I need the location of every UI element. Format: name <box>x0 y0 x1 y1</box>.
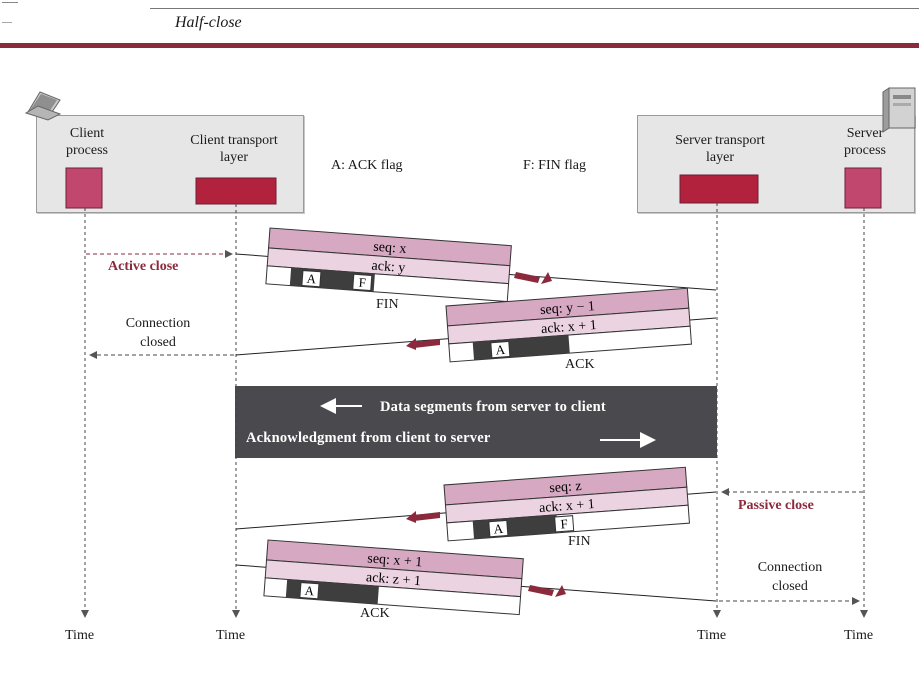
data-server-to-client-text: Data segments from server to client <box>380 399 606 415</box>
fin-2-flag-a: A <box>493 521 504 537</box>
header-top-line <box>150 8 919 9</box>
ack-2-ack: ack: z + 1 <box>365 570 421 589</box>
client-process-label: Client process <box>66 126 108 158</box>
ack-2-seq: seq: x + 1 <box>367 551 423 570</box>
active-close-label: Active close <box>108 259 179 274</box>
server-transport-box <box>679 174 759 204</box>
ack-segment-1: seq: y − 1 ack: x + 1 A <box>445 287 692 363</box>
ack-1-flag-a: A <box>495 342 506 358</box>
fin-1-direction-arrow <box>514 272 540 283</box>
ack-segment-2: seq: x + 1 ack: z + 1 A <box>263 539 524 616</box>
client-transport-box <box>195 177 277 205</box>
fin-2-ack: ack: x + 1 <box>539 497 596 516</box>
ack-flag-legend: A: ACK flag <box>331 158 403 173</box>
ack-1-seq: seq: y − 1 <box>540 299 596 318</box>
ack-2-caption: ACK <box>360 606 390 621</box>
client-transport-label: Client transport layer <box>190 133 278 165</box>
ack-client-to-server-text: Acknowledgment from client to server <box>246 430 491 446</box>
fin-1-ack: ack: y <box>371 259 406 276</box>
corner-mark <box>2 22 12 23</box>
laptop-icon <box>24 91 62 121</box>
fin-2-seq: seq: z <box>549 479 582 496</box>
client-process-box <box>65 167 103 209</box>
fin-segment-1: seq: x ack: y A F <box>265 227 512 303</box>
fin-2-caption: FIN <box>568 534 591 549</box>
corner-mark <box>2 2 18 3</box>
server-transport-time-label: Time <box>697 628 727 643</box>
client-transport-time-label: Time <box>216 628 246 643</box>
ack-1-ack: ack: x + 1 <box>541 318 598 337</box>
fin-1-caption: FIN <box>376 297 399 312</box>
fin-1-seq: seq: x <box>373 240 407 257</box>
fin-1-flag-a: A <box>306 271 317 287</box>
fin-2-flag-f: F <box>560 516 568 531</box>
fin-flag-legend: F: FIN flag <box>523 158 586 173</box>
server-transport-label: Server transport layer <box>675 133 765 165</box>
ack-2-flag-a: A <box>304 583 315 599</box>
client-process-time-label: Time <box>65 628 95 643</box>
server-connection-closed-label: Connection closed <box>757 560 823 594</box>
ack-1-caption: ACK <box>565 357 595 372</box>
passive-close-label: Passive close <box>738 498 814 513</box>
data-transfer-band <box>235 386 717 458</box>
server-process-box <box>844 167 882 209</box>
ack-1-direction-arrow <box>414 339 440 348</box>
fin-2-direction-arrow <box>414 512 440 521</box>
server-tower-icon <box>882 87 916 133</box>
ack-2-direction-arrow <box>528 585 554 596</box>
fin-1-flag-f: F <box>358 275 366 290</box>
header-rule <box>0 43 919 48</box>
client-connection-closed-label: Connection closed <box>125 316 191 350</box>
fin-segment-2: seq: z ack: x + 1 A F <box>443 466 690 542</box>
server-process-label: Server process <box>844 126 886 158</box>
page-title: Half-close <box>175 14 242 31</box>
server-process-time-label: Time <box>844 628 874 643</box>
